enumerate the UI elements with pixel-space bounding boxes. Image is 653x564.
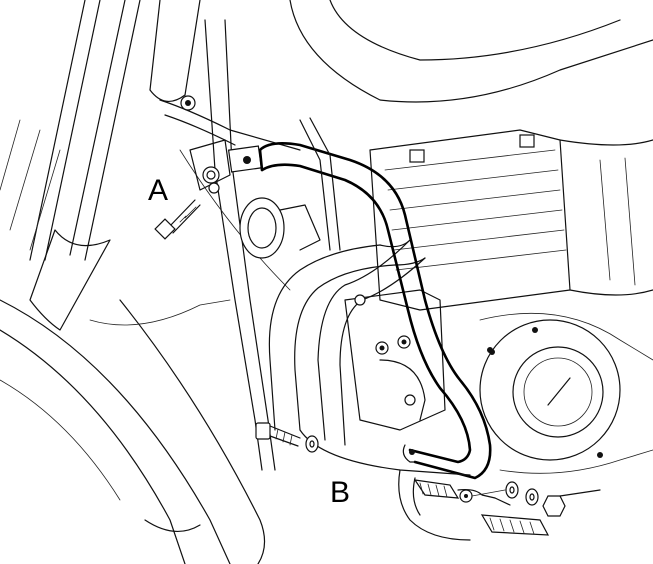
front-fork bbox=[0, 0, 201, 331]
washers-and-nut bbox=[459, 481, 601, 517]
footpegs bbox=[413, 479, 550, 536]
bolt-b bbox=[255, 422, 319, 453]
engine-side-cover bbox=[479, 312, 653, 474]
engine-block bbox=[289, 0, 653, 311]
engine-mount-plate bbox=[344, 289, 495, 431]
callout-label-b: B bbox=[330, 476, 351, 509]
bolt-a bbox=[154, 199, 201, 240]
upper-mount-bracket-a bbox=[189, 139, 263, 194]
crash-bar bbox=[258, 117, 492, 480]
lower-frame-loop bbox=[299, 429, 471, 541]
callout-label-a: A bbox=[148, 174, 169, 207]
exhaust-pipes bbox=[268, 239, 426, 446]
horn bbox=[239, 197, 321, 259]
front-wheel-mudguard bbox=[0, 299, 266, 564]
